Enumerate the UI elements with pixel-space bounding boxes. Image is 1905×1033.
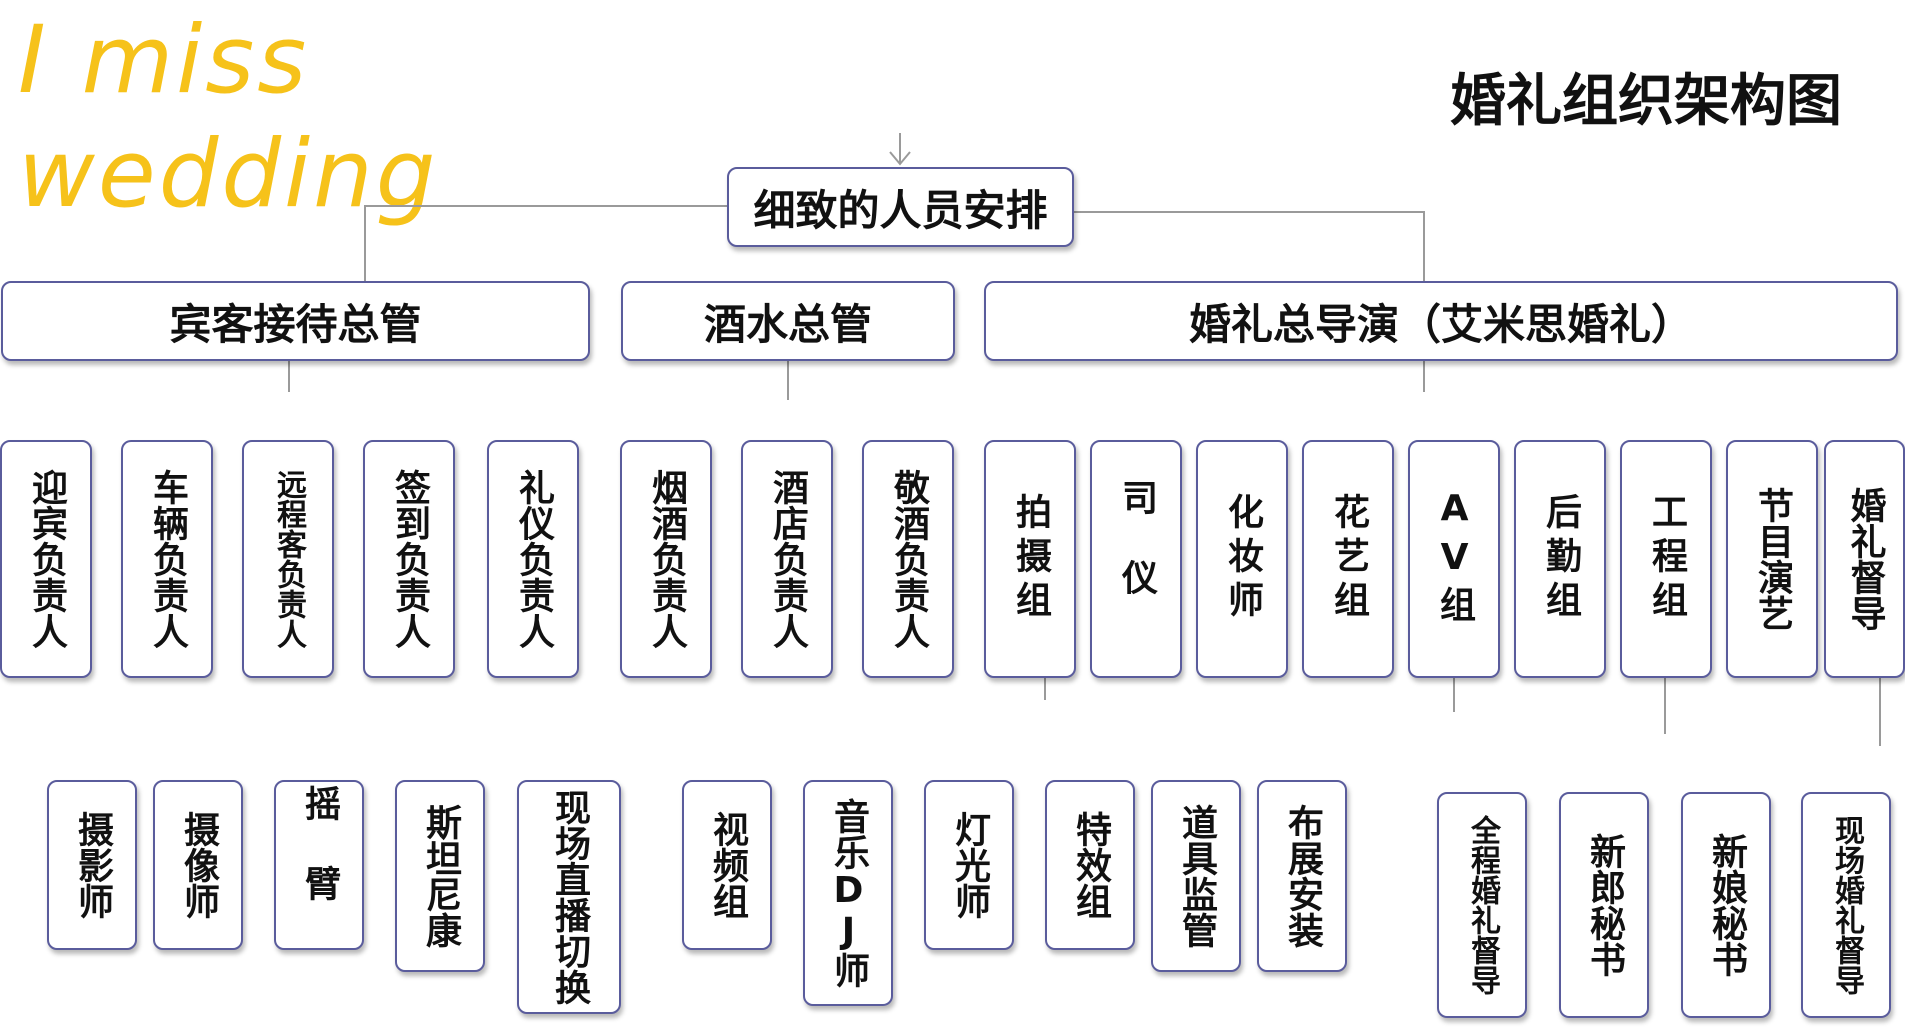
- node-floral-group: 花艺组: [1302, 440, 1394, 678]
- connector-top-arrowhead: [889, 151, 911, 166]
- node-full-supervisor: 全程婚礼督导: [1437, 792, 1527, 1018]
- node-vehicle-lead: 车辆负责人: [121, 440, 213, 678]
- node-etiquette-lead: 礼仪负责人: [487, 440, 579, 678]
- node-logistics-group: 后勤组: [1514, 440, 1606, 678]
- node-emcee: 司仪: [1090, 440, 1182, 678]
- node-welcome-lead: 迎宾负责人: [0, 440, 92, 678]
- node-props-supervision: 道具监管: [1151, 780, 1241, 972]
- connector-root-to-reception: [364, 205, 728, 282]
- logo-text-line-1: I miss: [18, 6, 310, 115]
- node-signin-lead: 签到负责人: [363, 440, 455, 678]
- node-crane-arm: 摇臂: [274, 780, 364, 950]
- manager-director: 婚礼总导演（艾米思婚礼）: [984, 281, 1898, 361]
- node-setup-install: 布展安装: [1257, 780, 1347, 972]
- node-live-switching: 现场直播切换: [517, 780, 621, 1014]
- node-wedding-supervisor: 婚礼督导: [1824, 440, 1905, 678]
- node-makeup-artist: 化妆师: [1196, 440, 1288, 678]
- node-video-group: 视频组: [682, 780, 772, 950]
- node-toast-lead: 敬酒负责人: [862, 440, 954, 678]
- node-music-dj: 音乐DJ师: [803, 780, 893, 1006]
- node-av-group: AV组: [1408, 440, 1500, 678]
- node-videographer: 摄像师: [153, 780, 243, 950]
- node-effects-group: 特效组: [1045, 780, 1135, 950]
- node-shoot-group: 拍摄组: [984, 440, 1076, 678]
- node-engineering-group: 工程组: [1620, 440, 1712, 678]
- node-lighting-tech: 灯光师: [924, 780, 1014, 950]
- node-photographer: 摄影师: [47, 780, 137, 950]
- manager-drinks: 酒水总管: [621, 281, 955, 361]
- node-hotel-lead: 酒店负责人: [741, 440, 833, 678]
- node-bride-secretary: 新娘秘书: [1681, 792, 1771, 1018]
- node-groom-secretary: 新郎秘书: [1559, 792, 1649, 1018]
- manager-reception: 宾客接待总管: [1, 281, 590, 361]
- node-onsite-supervisor: 现场婚礼督导: [1801, 792, 1891, 1018]
- node-remote-guest-lead: 远程客负责人: [242, 440, 334, 678]
- connector-root-to-director: [1072, 211, 1425, 282]
- node-tobacco-wine-lead: 烟酒负责人: [620, 440, 712, 678]
- node-performance: 节目演艺: [1726, 440, 1818, 678]
- diagram-title: 婚礼组织架构图: [1450, 69, 1842, 134]
- node-steadicam: 斯坦尼康: [395, 780, 485, 972]
- root-node: 细致的人员安排: [727, 167, 1074, 247]
